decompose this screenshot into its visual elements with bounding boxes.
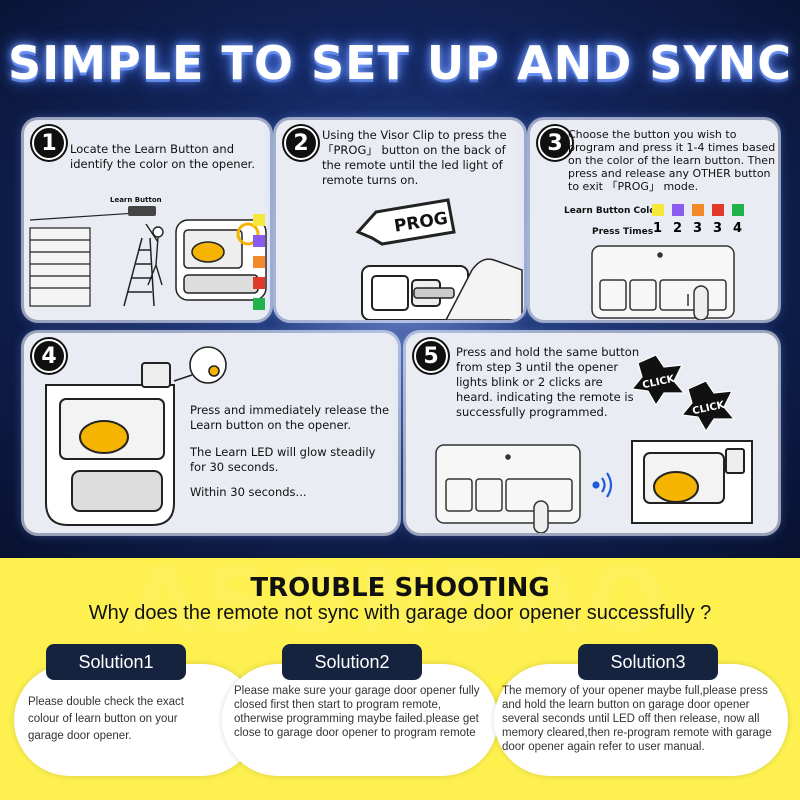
remote-icon <box>591 245 735 319</box>
press-count: 3 <box>713 221 723 236</box>
wireless-signal-icon <box>592 472 613 498</box>
press-count: 2 <box>673 221 683 236</box>
step-5-text: Press and hold the same button from step… <box>456 345 640 419</box>
step-4-card: 4 Press and immediately release the Lear… <box>24 333 398 533</box>
hand-icon <box>413 258 523 320</box>
color-swatch-orange <box>253 256 265 268</box>
opener-unit-icon <box>45 362 175 526</box>
swatch-orange <box>692 204 704 216</box>
page-title: SIMPLE TO SET UP AND SYNC <box>8 36 792 90</box>
step-2-text: Using the Visor Clip to press the 「PROG」… <box>322 128 507 187</box>
ceiling-opener-icon <box>128 206 156 216</box>
step-1-number: 1 <box>32 126 66 160</box>
swatch-purple <box>672 204 684 216</box>
color-swatch-purple <box>253 235 265 247</box>
step-4-text-1: Press and immediately release the Learn … <box>190 403 390 432</box>
step-3-card: 3 Choose the button you wish to program … <box>530 120 778 320</box>
ladder-icon <box>123 237 155 307</box>
step-5-card: 5 Press and hold the same button from st… <box>406 333 778 533</box>
solution-2-text: Please make sure your garage door opener… <box>234 685 480 739</box>
step-1-illustration: Learn Button <box>29 196 267 310</box>
step-5-number: 5 <box>414 339 448 373</box>
learn-button-label: Learn Button <box>110 196 162 204</box>
trouble-shooting-title: TROUBLE SHOOTING <box>250 573 550 603</box>
learn-button-zoom-icon <box>173 346 227 384</box>
step-4-number: 4 <box>32 339 66 373</box>
step-5-illustration: CLICK CLICK <box>435 354 753 533</box>
swatch-green <box>732 204 744 216</box>
swatch-red <box>712 204 724 216</box>
step-3-text: Choose the button you wish to program an… <box>568 128 776 193</box>
click-burst-icon: CLICK CLICK <box>630 354 736 433</box>
press-count: 4 <box>733 221 743 236</box>
finger-icon <box>693 285 709 320</box>
prog-arrow-icon: PROG <box>355 198 456 246</box>
step-1-card: 1 Locate the Learn Button and identify t… <box>24 120 270 320</box>
solution-3-text: The memory of your opener maybe full,ple… <box>502 685 772 753</box>
press-times-label: Press Times <box>592 227 654 237</box>
solution-2-label: Solution2 <box>282 644 422 680</box>
step-3-illustration <box>591 245 735 320</box>
color-swatch-red <box>253 277 265 289</box>
solution-3-label: Solution3 <box>578 644 718 680</box>
step-4-illustration <box>45 346 227 526</box>
color-swatch-yellow <box>253 214 265 226</box>
remote-icon <box>435 444 581 533</box>
step-1-text: Locate the Learn Button and identify the… <box>70 142 255 171</box>
opener-unit-icon <box>175 219 267 301</box>
person-icon <box>145 223 164 286</box>
press-count: 3 <box>693 221 703 236</box>
garage-door-icon <box>29 211 153 307</box>
step-3-number: 3 <box>538 126 572 160</box>
color-swatch-green <box>253 298 265 310</box>
solution-2-box <box>222 664 498 776</box>
solution-1-label: Solution1 <box>46 644 186 680</box>
trouble-shooting-subtitle: Why does the remote not sync with garage… <box>88 602 712 624</box>
solution-3-box <box>494 664 788 776</box>
step-2-card: 2 Using the Visor Clip to press the 「PRO… <box>276 120 524 320</box>
step-2-number: 2 <box>284 126 318 160</box>
press-counts-row: 1 2 3 3 4 <box>648 202 758 242</box>
solution-1-box <box>14 664 258 776</box>
step-2-illustration: PROG <box>355 198 523 320</box>
opener-unit-icon <box>631 440 753 524</box>
step-4-text-2: The Learn LED will glow steadily for 30 … <box>190 445 376 474</box>
press-count: 1 <box>653 221 663 236</box>
solution-1-text: Please double check the exact colour of … <box>28 696 184 742</box>
learn-button-color-label: Learn Button Color <box>564 206 660 216</box>
step-4-text-3: Within 30 seconds... <box>190 485 307 499</box>
swatch-yellow <box>652 204 664 216</box>
learn-color-swatches <box>253 214 265 310</box>
